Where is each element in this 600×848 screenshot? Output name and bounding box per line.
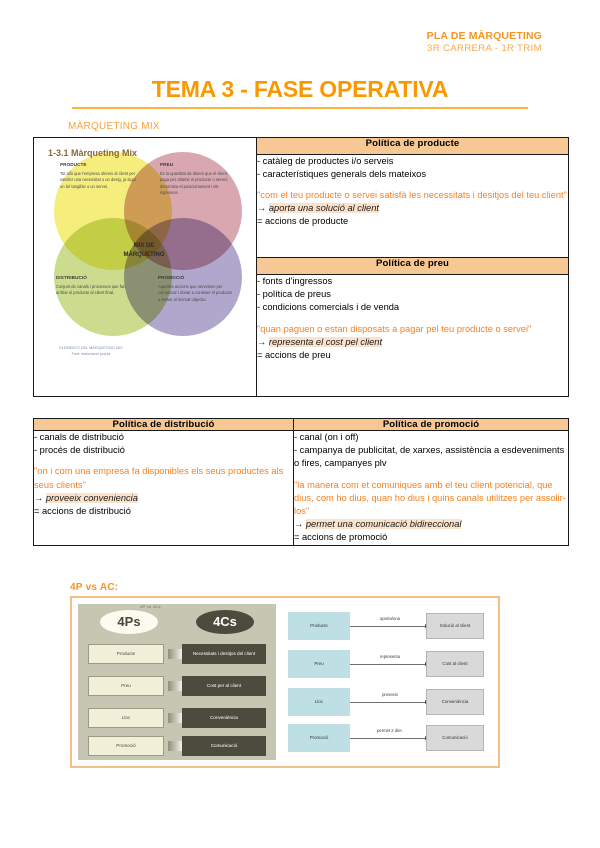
source-box-lloc: Lloc xyxy=(288,688,350,716)
policy-body-preu: - fonts d'ingressos - política de preus … xyxy=(256,273,569,398)
venn-footnote-line2: Font: elaboració pròpia xyxy=(71,351,111,356)
policy-bullet: - canals de distribució xyxy=(34,432,124,442)
box-c-comunicacio: Comunicació xyxy=(182,736,266,756)
connector-arrow-icon xyxy=(350,700,429,704)
venn-title: 1-3.1 Màrqueting Mix xyxy=(48,148,138,158)
header-org-line: PLA DE MÀRQUETING xyxy=(426,30,542,42)
venn-diagram: 1-3.1 Màrqueting Mix PRODUCTE Tot allò q… xyxy=(34,138,254,396)
arrow-icon xyxy=(168,679,189,693)
policy-arrow-highlight: proveeix conveniencia xyxy=(45,492,138,503)
four-p-versus-four-c-figure: 4P vs 4Cs 4Ps 4Cs Producte Preu Lloc Pro… xyxy=(70,596,500,768)
venn-center-line2: MÀRQUETING xyxy=(123,252,165,258)
box-p-lloc: Lloc xyxy=(88,708,164,728)
policy-bullet: - catàleg de productes i/o serveis xyxy=(257,155,394,166)
venn-body-preu: És la quantitat de diners que el client … xyxy=(160,171,228,196)
arrow-glyph: → xyxy=(257,336,269,347)
policy-bullet: - condicions comercials i de venda xyxy=(257,302,400,313)
venn-body-distribucio: Conjunt de canals i processos que fan ar… xyxy=(56,284,126,296)
box-c-conveniencia: Conveniència xyxy=(182,708,266,728)
source-box-promocio: Promoció xyxy=(288,724,350,752)
policy-header-preu: Política de preu xyxy=(256,257,569,275)
policy-bullet: - procés de distribució xyxy=(34,445,125,456)
pill-4ps: 4Ps xyxy=(100,610,158,634)
policy-arrow-promocio: → permet una comunicació bidireccional xyxy=(294,518,568,531)
box-p-preu: Preu xyxy=(88,676,164,696)
policy-conclusion-producte: = accions de producte xyxy=(257,216,349,227)
four-p-left-panel: 4P vs 4Cs 4Ps 4Cs Producte Preu Lloc Pro… xyxy=(78,604,276,760)
policy-quote-promocio: "la manera com et comuniques amb el teu … xyxy=(294,479,566,516)
policy-body-distribucio: - canals de distribució - procés de dist… xyxy=(33,430,294,546)
header-sub-line: 3R CARRERA - 1R TRIM xyxy=(427,43,542,55)
arrow-icon xyxy=(168,711,189,725)
box-c-cost: Cost per al client xyxy=(182,676,266,696)
venn-body-promocio: Aquelles accions que serveixen per comun… xyxy=(158,284,232,302)
target-box-comunicacio: Comunicació xyxy=(426,725,484,751)
marketing-mix-caption: MÀRQUETING MIX xyxy=(68,121,160,132)
policy-bullet: - fonts d'ingressos xyxy=(257,275,333,286)
connector-label-1: aporta/ona xyxy=(379,616,401,621)
policy-conclusion-preu: = accions de preu xyxy=(257,349,331,360)
arrow-glyph: → xyxy=(257,203,269,214)
venn-label-preu: PREU xyxy=(160,162,174,167)
connector-arrow-icon xyxy=(350,662,429,666)
policy-quote-preu: "quan paguen o estan disposats a pagar p… xyxy=(257,323,532,334)
connector-arrow-icon xyxy=(350,624,429,628)
policy-header-promocio: Política de promoció xyxy=(293,418,569,431)
four-p-right-panel: Producte Preu Lloc Promoció aporta/ona r… xyxy=(284,604,494,760)
four-p-tiny-label: 4P vs 4Cs xyxy=(140,604,161,609)
connector-label-2: representa xyxy=(379,654,401,659)
policy-arrow-highlight: aporta una solució al client xyxy=(268,203,379,214)
connector-arrow-icon xyxy=(350,736,429,740)
distribution-promotion-table: Política de distribució Política de prom… xyxy=(33,418,569,546)
connector-label-4: permet 2 dire. xyxy=(377,728,403,733)
arrow-icon xyxy=(168,739,189,753)
policy-arrow-distribucio: → proveeix conveniencia xyxy=(34,492,293,505)
venn-center-label: MIX DE MÀRQUETING xyxy=(108,242,180,260)
venn-footnote: ELEMENTS DEL MÀRQUETING MIX Font: elabor… xyxy=(48,341,134,360)
venn-label-producte: PRODUCTE xyxy=(60,162,87,167)
target-box-solucio: Solució al client xyxy=(426,613,484,639)
policy-arrow-highlight: representa el cost pel client xyxy=(268,336,383,347)
page-title: TEMA 3 - FASE OPERATIVA xyxy=(151,76,449,102)
policy-arrow-preu: → representa el cost pel client xyxy=(257,336,568,349)
target-box-cost: Cost al client xyxy=(426,651,484,677)
policy-bullet: - política de preus xyxy=(257,289,331,300)
venn-label-promocio: PROMOCIÓ xyxy=(158,275,185,280)
box-c-necessitats: Necessitats i desitjos del client xyxy=(182,644,266,664)
policy-quote-producte: "com el teu producte o servei satisfà le… xyxy=(257,189,567,200)
arrow-glyph: → xyxy=(34,492,46,503)
arrow-icon xyxy=(168,647,189,661)
pill-4cs: 4Cs xyxy=(196,610,254,634)
policy-conclusion-distribucio: = accions de distribució xyxy=(34,505,131,516)
policy-header-distribucio: Política de distribució xyxy=(33,418,294,431)
box-p-promocio: Promoció xyxy=(88,736,164,756)
marketing-mix-table: 1-3.1 Màrqueting Mix PRODUCTE Tot allò q… xyxy=(33,137,569,398)
arrow-glyph: → xyxy=(294,519,306,530)
venn-circle-promocio xyxy=(124,218,242,336)
policy-body-producte: - catàleg de productes i/o serveis - car… xyxy=(256,153,569,259)
venn-body-producte: Tot allò que l'empresa ofereix al client… xyxy=(60,171,136,189)
policy-arrow-highlight: permet una comunicació bidireccional xyxy=(305,519,462,530)
document-header: PLA DE MÀRQUETING 3R CARRERA - 1R TRIM xyxy=(427,30,542,56)
policy-quote-distribucio: "on i com una empresa fa disponibles els… xyxy=(34,466,284,490)
venn-diagram-cell: 1-3.1 Màrqueting Mix PRODUCTE Tot allò q… xyxy=(33,137,257,397)
venn-label-distribucio: DISTRIBUCIÓ xyxy=(56,275,87,280)
source-box-preu: Preu xyxy=(288,650,350,678)
policy-bullet: - canal (on i off) xyxy=(294,432,359,442)
policy-bullet: - característiques generals dels mateixo… xyxy=(257,168,426,179)
policy-body-promocio: - canal (on i off) - campanya de publici… xyxy=(293,430,569,546)
four-p-caption: 4P vs AC: xyxy=(70,582,119,593)
policy-conclusion-promocio: = accions de promoció xyxy=(294,532,388,543)
venn-center-line1: MIX DE xyxy=(133,243,155,249)
policy-header-producte: Política de producte xyxy=(256,137,569,155)
connector-label-3: proveeix xyxy=(382,692,398,697)
policy-arrow-producte: → aporta una solució al client xyxy=(257,202,568,215)
title-divider xyxy=(72,107,528,109)
box-p-producte: Producte xyxy=(88,644,164,664)
venn-footnote-line1: ELEMENTS DEL MÀRQUETING MIX xyxy=(59,345,123,350)
target-box-conveniencia: Conveniència xyxy=(426,689,484,715)
source-box-producte: Producte xyxy=(288,612,350,640)
policy-bullet: - campanya de publicitat, de xarxes, ass… xyxy=(294,445,565,469)
